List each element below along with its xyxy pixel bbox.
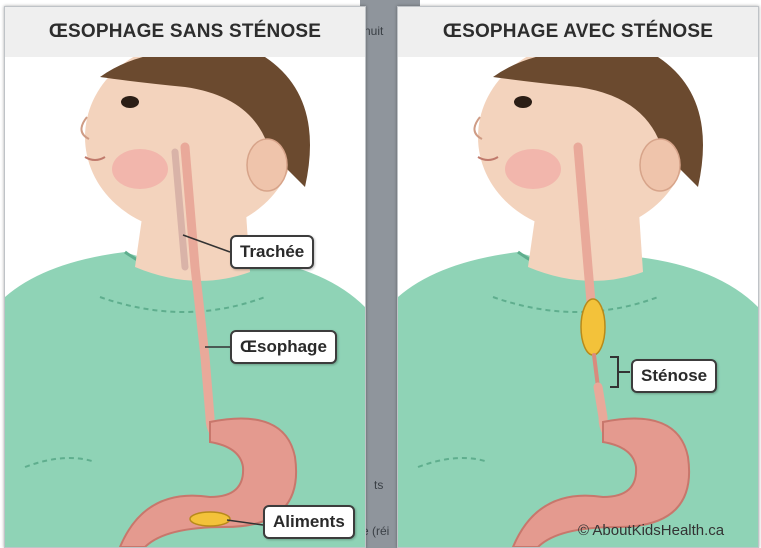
eye-icon (514, 96, 532, 108)
background-text: ts (374, 478, 383, 492)
panel-title: ŒSOPHAGE SANS STÉNOSE (5, 7, 365, 57)
cheek (112, 149, 168, 189)
ear (640, 139, 680, 191)
label-stricture: Sténose (631, 359, 717, 393)
background-text: nuit (364, 24, 383, 38)
child-illustration (398, 57, 758, 547)
ear (247, 139, 287, 191)
background-text: e (réi (362, 524, 389, 538)
food (190, 512, 230, 526)
cheek (505, 149, 561, 189)
child-illustration (5, 57, 365, 547)
label-trachea: Trachée (230, 235, 314, 269)
eye-icon (121, 96, 139, 108)
label-esophagus: Œsophage (230, 330, 337, 364)
panel-title: ŒSOPHAGE AVEC STÉNOSE (398, 7, 758, 57)
label-food: Aliments (263, 505, 355, 539)
food-buildup (581, 299, 605, 355)
credit-text: © AboutKidsHealth.ca (578, 522, 724, 539)
panel-without-stricture: ŒSOPHAGE SANS STÉNOSE Trachée Œsophage A… (4, 6, 366, 548)
panel-with-stricture: ŒSOPHAGE AVEC STÉNOSE Sténose © AboutKid… (397, 6, 759, 548)
